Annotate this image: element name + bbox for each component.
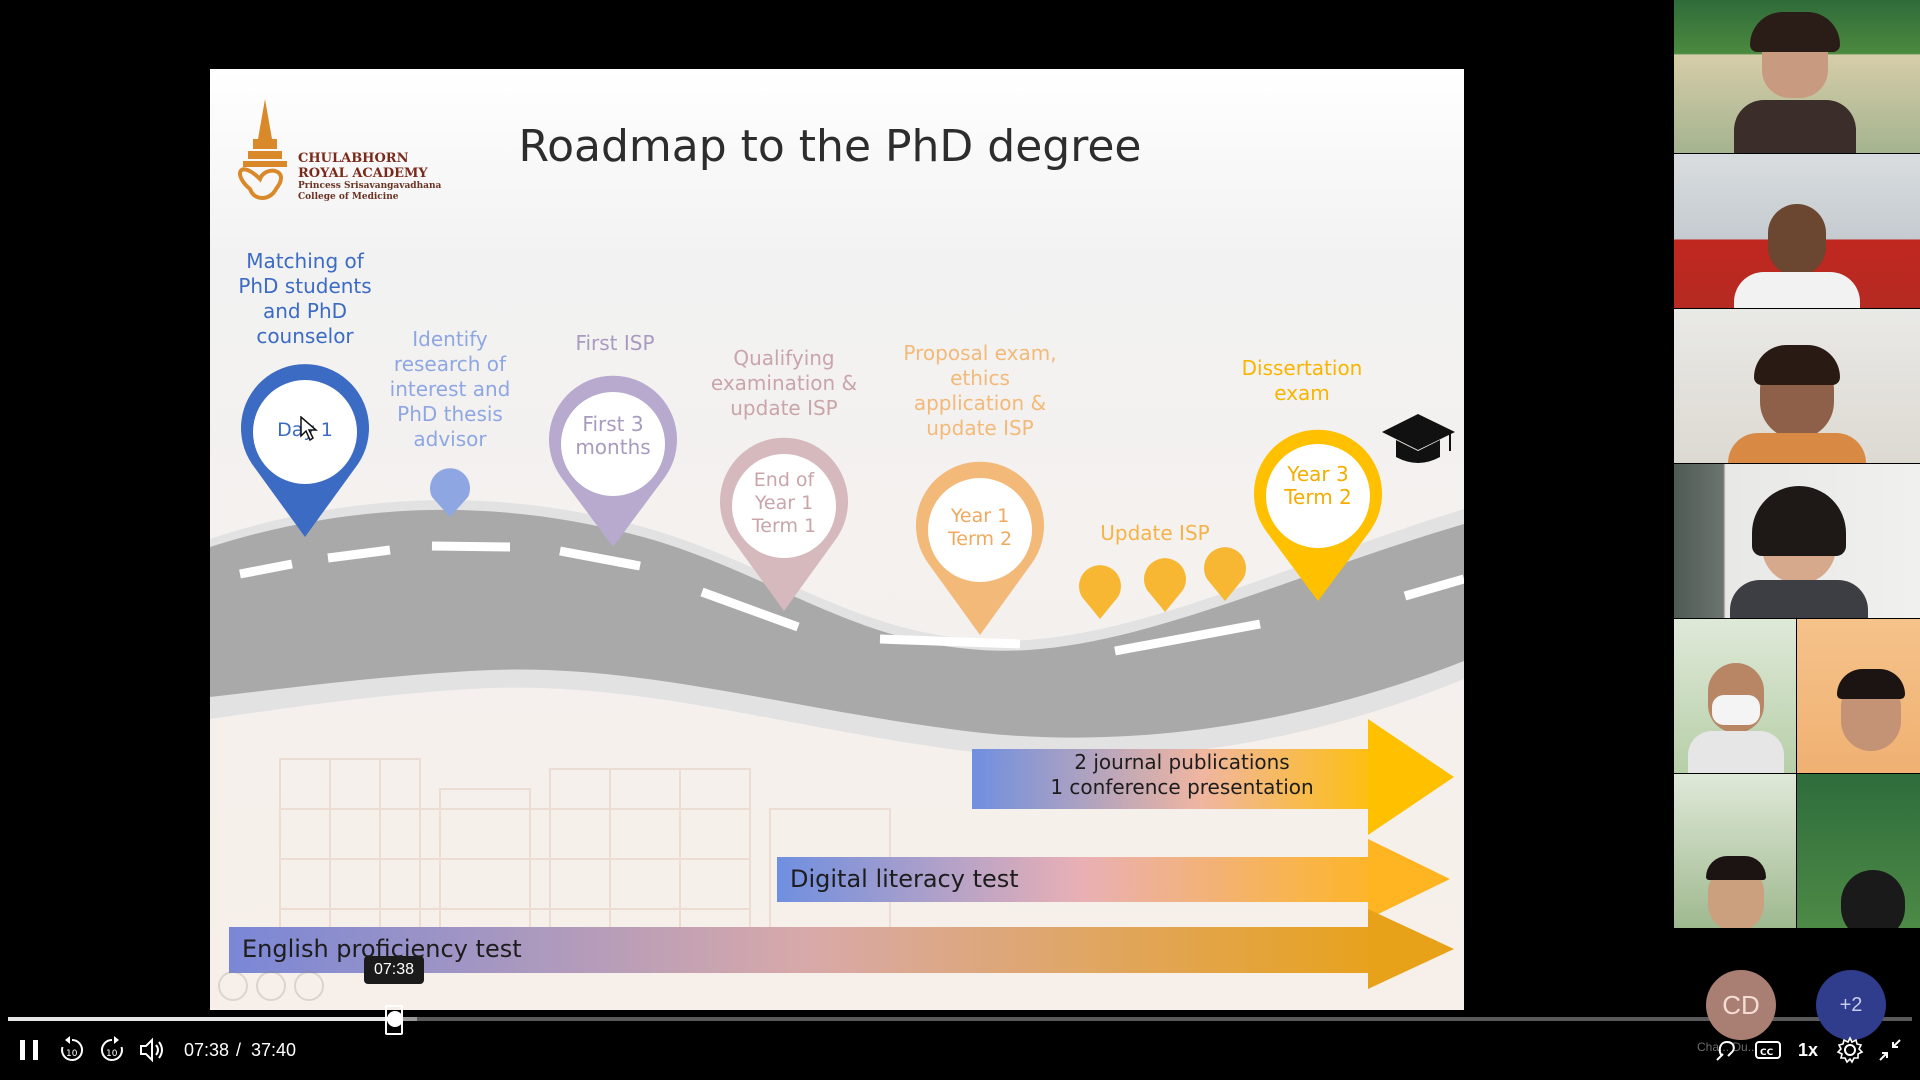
milestone-label-first-isp: First ISP <box>575 331 655 355</box>
pin-text-year3-term2: Year 3 Term 2 <box>1284 462 1352 509</box>
seek-bar-buffered <box>393 1017 418 1021</box>
playback-speed[interactable]: 1x <box>1798 1040 1819 1060</box>
bar-text-publications: 2 journal publications 1 conference pres… <box>972 750 1392 800</box>
presenter-name: Cha... Du... <box>1697 1040 1758 1054</box>
pin-identify <box>430 468 470 517</box>
pin-first-isp <box>549 375 677 547</box>
bar-text-digital-literacy: Digital literacy test <box>790 865 1019 893</box>
milestone-label-dissertation: Dissertation exam <box>1241 356 1363 405</box>
milestone-label-qualifying: Qualifying examination & update ISP <box>710 346 858 420</box>
logo-line3: Princess Srisavangavadhana <box>298 181 442 191</box>
time-separator: / <box>236 1040 242 1060</box>
academy-logo-text: CHULABHORN ROYAL ACADEMY Princess Srisav… <box>298 151 441 203</box>
bar-publications-line2: 1 conference presentation <box>1050 775 1314 799</box>
roadmap-graphic <box>210 69 1464 1010</box>
arrow-publications <box>972 719 1454 835</box>
participant-tile-2[interactable] <box>1674 154 1920 308</box>
milestone-label-update-isp: Update ISP <box>1100 521 1210 545</box>
participants-panel <box>1674 0 1920 928</box>
total-duration: 37:40 <box>251 1040 297 1060</box>
forward-10-icon[interactable]: 10 <box>96 1034 128 1066</box>
svg-text:10: 10 <box>106 1049 118 1059</box>
logo-line2: ROYAL ACADEMY <box>298 166 428 181</box>
presentation-slide: CHULABHORN ROYAL ACADEMY Princess Srisav… <box>210 69 1464 1010</box>
pin-text-end-year1: End of Year 1 Term 1 <box>751 469 817 537</box>
participant-tile-5[interactable] <box>1674 619 1796 773</box>
milestone-label-matching: Matching of PhD students and PhD counsel… <box>238 249 372 348</box>
rewind-10-icon[interactable]: 10 <box>56 1034 88 1066</box>
seek-bar-played <box>8 1017 394 1021</box>
pause-icon[interactable] <box>14 1034 46 1066</box>
participant-tile-7[interactable] <box>1674 774 1796 928</box>
pin-end-year1 <box>720 437 849 611</box>
seek-handle-dot[interactable] <box>387 1011 403 1027</box>
participant-tile-6[interactable] <box>1797 619 1920 773</box>
milestone-label-identify: Identify research of interest and PhD th… <box>389 327 511 451</box>
scrub-time-tooltip: 07:38 <box>364 956 424 984</box>
audio-description-icon[interactable] <box>1712 1034 1744 1066</box>
participant-tile-4[interactable] <box>1674 464 1920 618</box>
volume-icon[interactable] <box>136 1034 168 1066</box>
academy-logo-icon <box>238 99 287 200</box>
logo-line4: College of Medicine <box>298 192 399 202</box>
milestone-label-proposal: Proposal exam, ethics application & upda… <box>903 341 1057 440</box>
seek-handle[interactable] <box>385 1005 403 1035</box>
svg-text:CC: CC <box>1760 1048 1774 1058</box>
pin-update-isp <box>1079 547 1246 619</box>
pin-text-year1-term2: Year 1 Term 2 <box>947 505 1013 550</box>
slide-mini-toolbar[interactable] <box>218 971 324 1003</box>
more-participants-badge[interactable]: +2 <box>1816 970 1886 1040</box>
slide-pen-icon[interactable] <box>294 971 324 1001</box>
current-time: 07:38 <box>184 1040 230 1060</box>
seek-bar[interactable] <box>8 1017 1912 1021</box>
pin-text-first-3-months: First 3 months <box>575 412 651 459</box>
participant-tile-8[interactable] <box>1797 774 1920 928</box>
arrow-english <box>229 909 1454 989</box>
pin-year3-term2 <box>1254 429 1382 601</box>
logo-line1: CHULABHORN <box>298 151 409 166</box>
participant-avatar-cd[interactable]: CD <box>1706 970 1776 1040</box>
mouse-cursor-icon <box>300 416 318 442</box>
slide-title: Roadmap to the PhD degree <box>518 121 1142 172</box>
exit-fullscreen-icon[interactable] <box>1874 1034 1906 1066</box>
slide-next-icon[interactable] <box>256 971 286 1001</box>
participant-tile-3[interactable] <box>1674 309 1920 463</box>
pin-year1-term2 <box>916 461 1044 635</box>
captions-icon[interactable]: CC <box>1752 1034 1784 1066</box>
participant-tile-1[interactable] <box>1674 0 1920 153</box>
settings-gear-icon[interactable] <box>1834 1034 1866 1066</box>
graduation-cap-icon <box>1382 414 1455 463</box>
svg-text:10: 10 <box>66 1049 78 1059</box>
slide-prev-icon[interactable] <box>218 971 248 1001</box>
bar-publications-line1: 2 journal publications <box>1074 750 1290 774</box>
arrow-digital <box>777 839 1450 919</box>
